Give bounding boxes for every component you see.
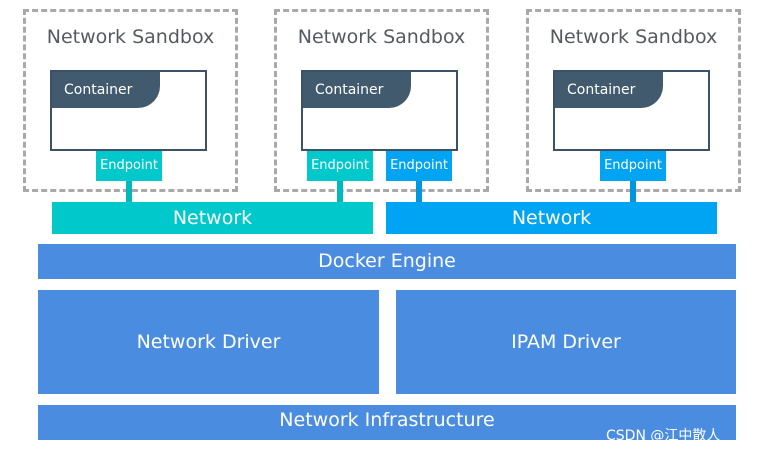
endpoint-connector <box>630 181 636 202</box>
container-3: Container <box>553 70 710 151</box>
endpoint-1: Endpoint <box>96 151 162 181</box>
container-label: Container <box>52 72 160 108</box>
container-1: Container <box>50 70 207 151</box>
endpoint-connector <box>416 181 422 202</box>
network-bar-left: Network <box>52 202 373 234</box>
network-driver-box: Network Driver <box>38 290 379 394</box>
endpoint-3: Endpoint <box>600 151 666 181</box>
container-label: Container <box>303 72 411 108</box>
network-infrastructure-layer: Network Infrastructure <box>38 405 736 440</box>
watermark-text: CSDN @江中散人 <box>606 428 721 444</box>
sandbox-title: Network Sandbox <box>549 26 718 48</box>
ipam-driver-box: IPAM Driver <box>396 290 736 394</box>
container-label: Container <box>555 72 663 108</box>
sandbox-title: Network Sandbox <box>46 26 215 48</box>
container-2: Container <box>301 70 458 151</box>
endpoint-connector <box>126 181 132 202</box>
sandbox-title: Network Sandbox <box>297 26 466 48</box>
endpoint-2a: Endpoint <box>307 151 373 181</box>
endpoint-2b: Endpoint <box>386 151 452 181</box>
docker-engine-layer: Docker Engine <box>38 244 736 279</box>
network-bar-right: Network <box>386 202 717 234</box>
endpoint-connector <box>337 181 343 202</box>
